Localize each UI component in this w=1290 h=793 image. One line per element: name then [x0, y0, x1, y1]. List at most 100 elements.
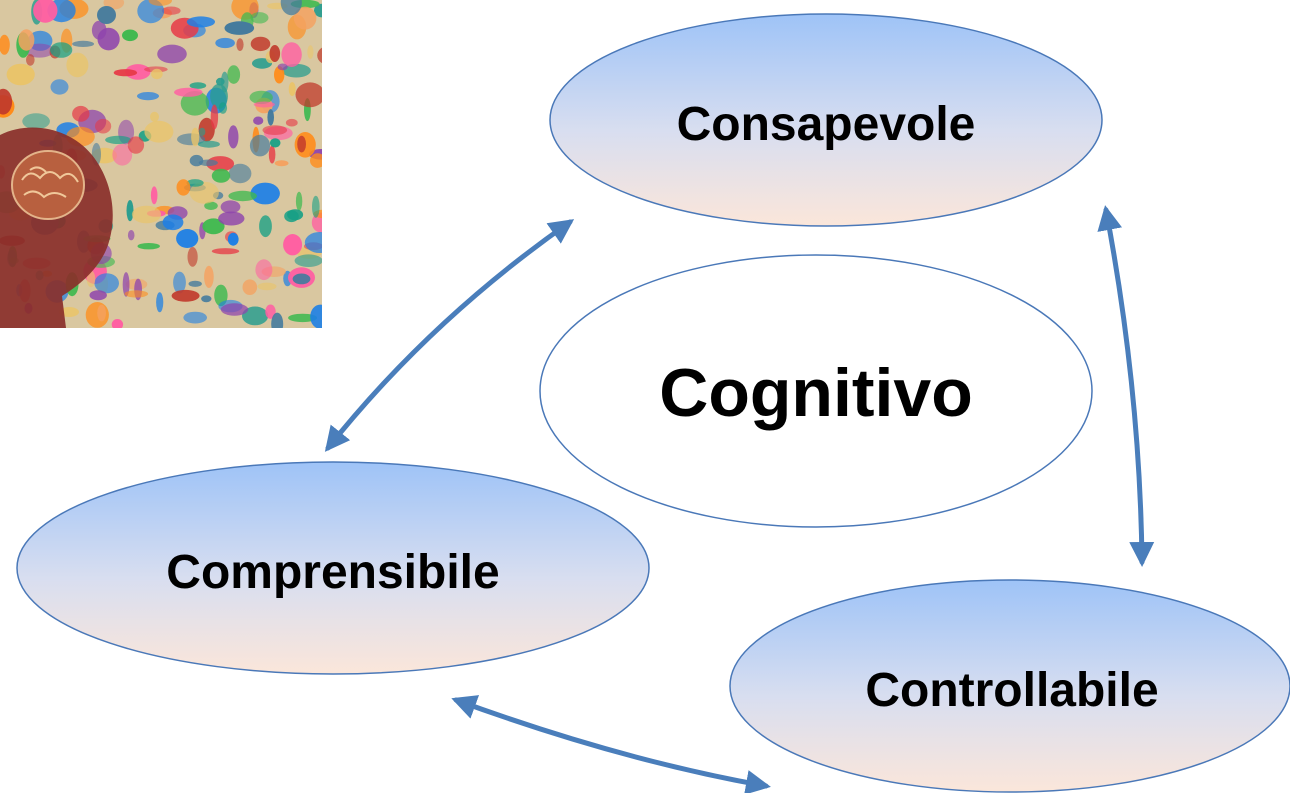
paint-splash: [148, 0, 172, 6]
paint-splash: [197, 140, 220, 148]
paint-splash: [122, 272, 130, 297]
arrows: [324, 205, 1155, 793]
paint-splash: [112, 143, 133, 166]
node-consapevole: Consapevole: [549, 13, 1103, 227]
paint-splash: [171, 289, 200, 302]
paint-splash: [22, 113, 50, 130]
paint-splash: [0, 88, 13, 115]
paint-splash: [250, 182, 280, 205]
paint-splash: [127, 136, 145, 154]
paint-splash: [131, 205, 162, 224]
paint-splash: [113, 69, 138, 77]
paint-splash: [187, 247, 198, 267]
paint-splash: [144, 120, 174, 143]
paint-splash: [173, 271, 186, 294]
paint-splash: [122, 29, 138, 42]
paint-splash: [137, 0, 165, 24]
brain-icon: [11, 150, 85, 220]
paint-splash: [262, 125, 288, 135]
paint-splash: [0, 34, 10, 55]
paint-splash: [281, 42, 302, 67]
paint-splash: [18, 29, 35, 51]
paint-splash: [202, 218, 225, 235]
paint-splash: [255, 259, 273, 281]
paint-splash: [137, 243, 160, 250]
paint-splash: [269, 45, 281, 62]
arrow-comprensibile-controllabile: [451, 695, 771, 793]
paint-splash: [265, 304, 276, 319]
paint-splash: [268, 145, 276, 164]
paint-splash: [26, 54, 35, 66]
paint-splash: [310, 153, 322, 168]
paint-splash: [307, 45, 314, 59]
paint-splash: [228, 125, 239, 149]
paint-splash: [66, 52, 89, 78]
paint-splash: [312, 195, 320, 218]
paint-splash: [157, 44, 187, 64]
paint-splash: [253, 101, 275, 108]
paint-splash: [228, 190, 257, 202]
paint-splash: [50, 79, 69, 95]
paint-splash: [204, 201, 218, 210]
paint-splash: [111, 319, 124, 328]
paint-splash: [249, 134, 271, 157]
paint-splash: [242, 306, 269, 326]
paint-splash: [277, 63, 288, 71]
paint-splash: [189, 154, 204, 167]
paint-splash: [267, 109, 275, 126]
paint-splash: [281, 63, 311, 78]
paint-splash: [72, 40, 95, 48]
paint-splash: [283, 234, 303, 256]
paint-splash: [137, 92, 159, 101]
paint-splash: [218, 102, 228, 114]
paint-splash: [295, 191, 303, 211]
paint-splash: [257, 282, 277, 291]
paint-splash: [191, 127, 200, 147]
paint-splash: [201, 295, 212, 303]
paint-splash: [72, 105, 90, 122]
paint-splash: [186, 16, 215, 28]
paint-splash: [174, 87, 203, 97]
paint-splash: [105, 135, 132, 144]
paint-splash: [269, 138, 281, 148]
paint-splash: [288, 82, 296, 97]
paint-splash: [280, 0, 302, 16]
paint-splash: [304, 232, 322, 253]
paint-splash: [292, 273, 311, 285]
node-label-consapevole: Consapevole: [677, 98, 976, 151]
paint-splash: [236, 38, 244, 51]
paint-splash: [125, 64, 151, 80]
paint-splash: [94, 273, 119, 294]
paint-splash: [89, 290, 107, 301]
paint-splash: [216, 77, 225, 86]
paint-splash: [180, 91, 210, 116]
paint-splash: [249, 90, 273, 105]
paint-splash: [242, 279, 258, 296]
paint-splash: [295, 82, 322, 108]
paint-splash: [198, 159, 218, 167]
arrow-consapevole-comprensibile: [324, 219, 575, 452]
paint-splash: [161, 6, 181, 15]
paint-splash: [204, 265, 214, 288]
paint-splash: [220, 200, 241, 214]
paint-splash: [156, 292, 164, 313]
paint-splash: [183, 311, 207, 324]
paint-splash: [50, 42, 73, 58]
brain-head-illustration: [0, 0, 322, 328]
node-controllabile: Controllabile: [729, 579, 1290, 793]
paint-splash: [186, 179, 204, 187]
paint-splash: [189, 82, 207, 89]
paint-splash: [293, 6, 317, 30]
node-label-comprensibile: Comprensibile: [166, 546, 499, 599]
paint-splash: [176, 229, 199, 248]
node-comprensibile: Comprensibile: [16, 461, 650, 675]
paint-splash: [218, 211, 245, 226]
paint-splash: [274, 66, 285, 84]
paint-splash: [297, 135, 306, 153]
paint-splash: [210, 104, 219, 130]
paint-splash: [317, 47, 322, 64]
paint-splash: [126, 200, 134, 222]
paint-splash: [228, 163, 252, 184]
center-label: Cognitivo: [659, 355, 973, 431]
paint-splash: [97, 6, 116, 24]
